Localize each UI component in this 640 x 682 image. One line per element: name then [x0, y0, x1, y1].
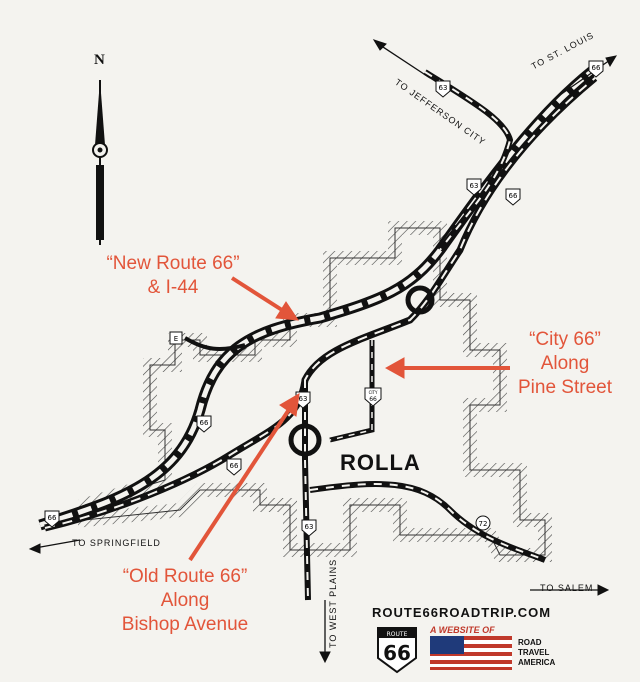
org-line3: AMERICA [518, 658, 556, 667]
svg-text:66: 66 [509, 192, 518, 200]
north-label: N [94, 52, 105, 68]
cloverleaf-interchange [288, 285, 435, 457]
road-travel-america-logo: ROAD TRAVEL AMERICA [518, 638, 555, 668]
route-66-logo-icon: ROUTE 66 [377, 627, 417, 674]
svg-text:63: 63 [439, 84, 448, 92]
rolla-city-label: ROLLA [340, 450, 421, 475]
annotation-old-route-line3: Bishop Avenue [121, 614, 249, 635]
old-route-66-bishop-avenue [44, 75, 598, 532]
american-flag-icon [430, 636, 512, 670]
annotation-old-route-line1: “Old Route 66” [122, 566, 248, 587]
svg-text:E: E [174, 335, 178, 343]
annotation-city-66-line1: “City 66” [529, 329, 601, 350]
svg-text:72: 72 [479, 520, 488, 528]
north-arrow-icon [92, 80, 108, 245]
us-66-shield-icon: 66 66 66 66 66 [44, 60, 604, 528]
dest-west-plains: TO WEST PLAINS [328, 558, 338, 648]
us-63-north [423, 69, 514, 252]
annotation-arrows [188, 276, 510, 562]
site-name: ROUTE66ROADTRIP.COM [372, 605, 552, 620]
dest-springfield: TO SPRINGFIELD [72, 538, 161, 548]
svg-text:63: 63 [470, 182, 479, 190]
svg-text:66: 66 [369, 396, 377, 403]
org-line2: TRAVEL [518, 648, 550, 657]
destination-arrows [28, 39, 618, 664]
city-66-shield-icon: CITY 66 [364, 387, 382, 407]
svg-text:66: 66 [48, 514, 57, 522]
annotation-city-66-line3: Pine Street [518, 377, 612, 398]
annotation-old-route-line2: Along [160, 590, 210, 611]
svg-text:63: 63 [299, 395, 308, 403]
svg-text:66: 66 [230, 462, 239, 470]
site-tagline: A WEBSITE OF [430, 625, 495, 635]
svg-text:CITY: CITY [369, 390, 378, 395]
svg-text:66: 66 [200, 419, 209, 427]
annotation-city-66: “City 66” Along Pine Street [500, 328, 630, 400]
annotation-new-route-66: “New Route 66” & I-44 [78, 252, 268, 300]
annotation-new-route-line2: & I-44 [147, 277, 199, 298]
svg-text:ROUTE: ROUTE [387, 631, 408, 638]
svg-text:63: 63 [305, 523, 314, 531]
org-line1: ROAD [518, 638, 542, 647]
business-e-shield-icon: E [169, 331, 183, 345]
dest-salem: TO SALEM [540, 583, 594, 593]
svg-text:66: 66 [383, 641, 411, 665]
annotation-old-route-66: “Old Route 66” Along Bishop Avenue [90, 565, 280, 637]
business-loop-road [183, 336, 246, 351]
route-72-shield-icon: 72 [475, 515, 491, 531]
annotation-new-route-line1: “New Route 66” [106, 253, 240, 274]
annotation-city-66-line2: Along [540, 353, 590, 374]
svg-text:66: 66 [592, 64, 601, 72]
